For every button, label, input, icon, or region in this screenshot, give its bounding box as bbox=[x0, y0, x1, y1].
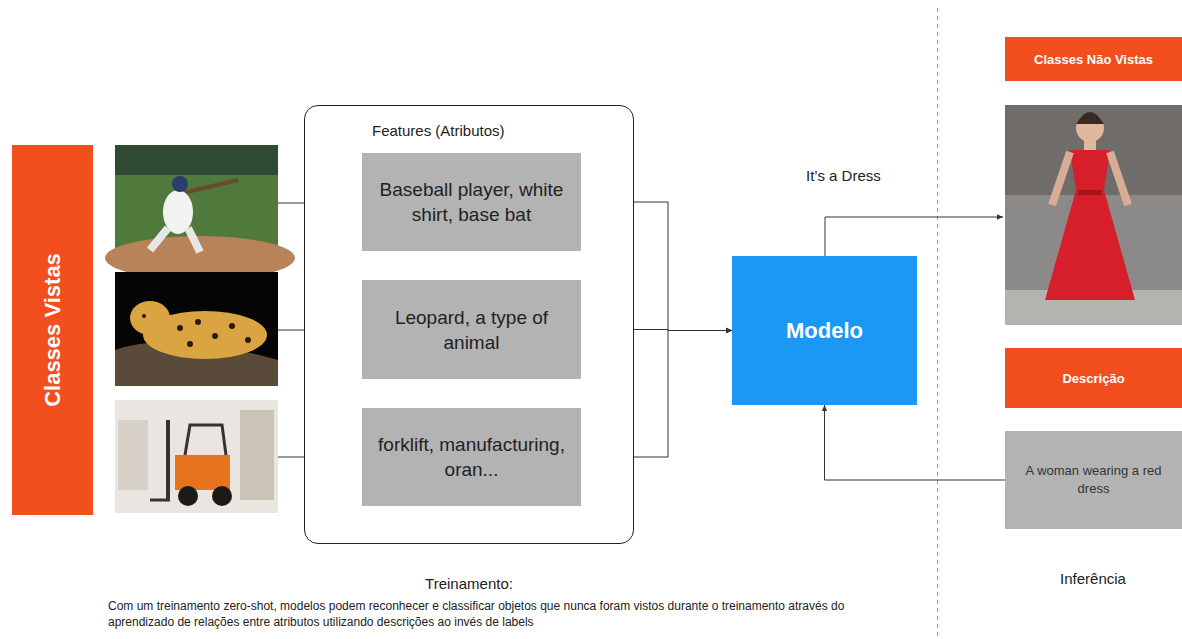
attribute-box: Leopard, a type of animal bbox=[362, 280, 581, 379]
dress-photo bbox=[1052, 152, 1128, 205]
baseball-photo bbox=[115, 145, 278, 175]
forklift-photo bbox=[212, 486, 232, 506]
node-text: Descrição bbox=[1062, 371, 1124, 386]
forklift-photo bbox=[115, 400, 278, 513]
node-text: forklift, manufacturing, oran... bbox=[372, 432, 571, 482]
forklift-photo bbox=[118, 420, 148, 490]
leopard-photo bbox=[130, 301, 170, 335]
group-box: Features (Atributos) Baseball player, whi… bbox=[304, 105, 634, 544]
leopard-photo bbox=[115, 272, 278, 386]
attribute-box: forklift, manufacturing, oran... bbox=[362, 408, 581, 506]
leopard-photo bbox=[187, 341, 193, 347]
category-band: Classes Vistas bbox=[12, 145, 93, 515]
output-arrow bbox=[825, 217, 1003, 256]
connector-arrow bbox=[825, 405, 1006, 480]
baseball-photo bbox=[172, 176, 188, 192]
node-text: Modelo bbox=[786, 318, 863, 344]
divider-line bbox=[937, 8, 938, 639]
heading-tag: Classes Não Vistas bbox=[1005, 37, 1182, 81]
leopard-photo bbox=[229, 323, 235, 329]
node-text: Classes Não Vistas bbox=[1034, 52, 1153, 67]
baseball-photo bbox=[150, 228, 200, 252]
forklift-photo bbox=[240, 410, 274, 500]
leopard-photo bbox=[212, 333, 218, 339]
dress-photo bbox=[1076, 112, 1104, 124]
forklift-photo bbox=[150, 499, 170, 502]
forklift-photo bbox=[178, 486, 198, 506]
attribute-box: Baseball player, white shirt, base bat bbox=[362, 153, 581, 251]
dress-photo bbox=[1005, 105, 1182, 325]
section-title: Treinamento: bbox=[300, 574, 638, 594]
leopard-photo bbox=[115, 272, 278, 386]
leopard-photo bbox=[245, 337, 251, 343]
node-text: A woman wearing a red dress bbox=[1021, 462, 1166, 498]
forklift-photo bbox=[115, 400, 278, 513]
node-text: Leopard, a type of animal bbox=[372, 305, 571, 355]
baseball-photo bbox=[105, 145, 295, 280]
dress-photo bbox=[1005, 105, 1182, 325]
dress-photo bbox=[1078, 190, 1102, 195]
leopard-photo bbox=[142, 314, 146, 318]
model-box: Modelo bbox=[732, 256, 917, 405]
forklift-photo bbox=[166, 420, 170, 500]
leopard-photo bbox=[195, 319, 201, 325]
result-label: It’s a Dress bbox=[806, 166, 896, 186]
dress-photo bbox=[1045, 150, 1135, 300]
heading-tag: Descrição bbox=[1005, 348, 1182, 408]
node-text: Classes Vistas bbox=[40, 253, 66, 407]
baseball-photo bbox=[163, 190, 193, 234]
dress-photo bbox=[1084, 140, 1096, 150]
node-text: Baseball player, white shirt, base bat bbox=[372, 177, 571, 227]
forklift-photo bbox=[185, 425, 226, 455]
description-box: A woman wearing a red dress bbox=[1005, 431, 1182, 529]
node-text: Features (Atributos) bbox=[372, 122, 505, 139]
leopard-photo bbox=[177, 325, 183, 331]
note-text: Com um treinamento zero-shot, modelos po… bbox=[108, 598, 878, 630]
forklift-photo bbox=[175, 455, 230, 490]
section-title: Inferência bbox=[1033, 569, 1153, 589]
